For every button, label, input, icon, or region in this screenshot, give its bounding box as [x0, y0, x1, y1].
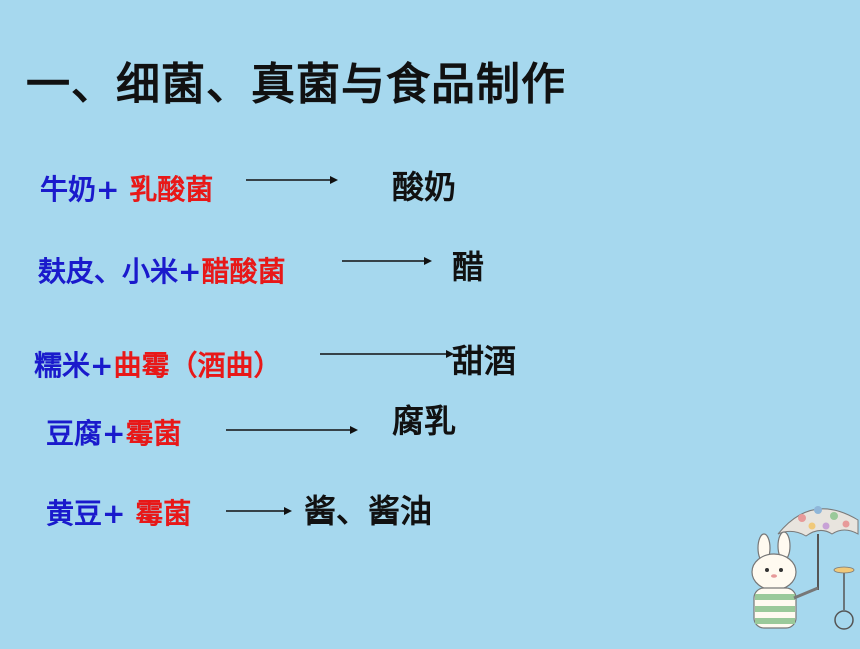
row-1-material: 牛奶+	[40, 173, 120, 206]
row-3-inputs: 糯米+曲霉（酒曲）	[34, 344, 281, 384]
row-3-microbe: 曲霉（酒曲）	[113, 349, 282, 382]
row-2-arrow	[342, 255, 432, 267]
row-1-inputs: 牛奶+ 乳酸菌	[40, 168, 213, 208]
row-5-microbe: 霉菌	[125, 497, 192, 530]
row-1-product: 酸奶	[392, 168, 457, 206]
row-1-arrow	[246, 174, 338, 186]
row-2-microbe: 醋酸菌	[201, 255, 286, 288]
row-5-material: 黄豆+	[46, 497, 126, 530]
row-2-product: 醋	[452, 248, 485, 286]
row-2-inputs: 麸皮、小米+醋酸菌	[38, 250, 285, 290]
row-3-arrow	[320, 348, 454, 360]
row-5-arrow	[226, 505, 292, 517]
row-5-inputs: 黄豆+ 霉菌	[46, 492, 191, 532]
bunny-with-umbrella-icon	[740, 490, 860, 645]
slide-title: 一、细菌、真菌与食品制作	[26, 59, 566, 110]
row-4-microbe: 霉菌	[125, 417, 182, 450]
row-1-microbe: 乳酸菌	[119, 173, 214, 206]
row-4-inputs: 豆腐+霉菌	[46, 412, 181, 452]
row-4-material: 豆腐+	[46, 417, 126, 450]
row-4-product: 腐乳	[392, 402, 457, 440]
row-4-arrow	[226, 424, 358, 436]
row-3-material: 糯米+	[34, 349, 114, 382]
row-3-product: 甜酒	[452, 342, 517, 380]
row-2-material: 麸皮、小米+	[38, 255, 202, 288]
row-5-product: 酱、酱油	[304, 492, 433, 530]
